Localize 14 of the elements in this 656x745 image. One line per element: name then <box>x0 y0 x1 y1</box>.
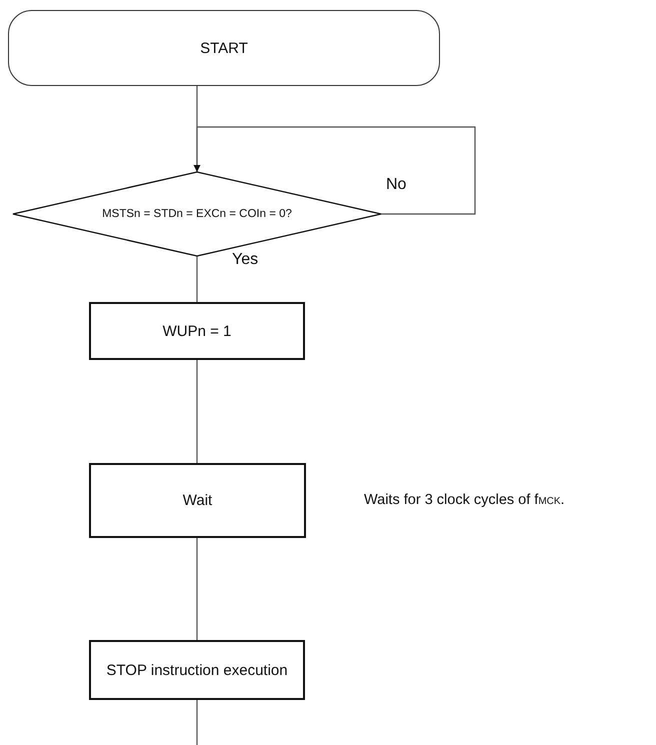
connector-line <box>196 700 198 745</box>
process-box <box>89 640 305 700</box>
node-text: STOP instruction execution <box>106 662 288 678</box>
node-text: Wait <box>182 492 212 509</box>
connector-line <box>196 360 198 463</box>
process-box <box>89 463 306 538</box>
connector-line <box>196 256 198 302</box>
node-text: WUPn = 1 <box>162 322 232 340</box>
connector-line <box>196 538 198 640</box>
node-text: START <box>200 40 248 56</box>
arrow <box>194 126 476 215</box>
start-terminal <box>8 10 440 86</box>
process-box <box>89 302 305 360</box>
node-text: MSTSn = STDn = EXCn = COIn = 0? <box>102 208 292 220</box>
